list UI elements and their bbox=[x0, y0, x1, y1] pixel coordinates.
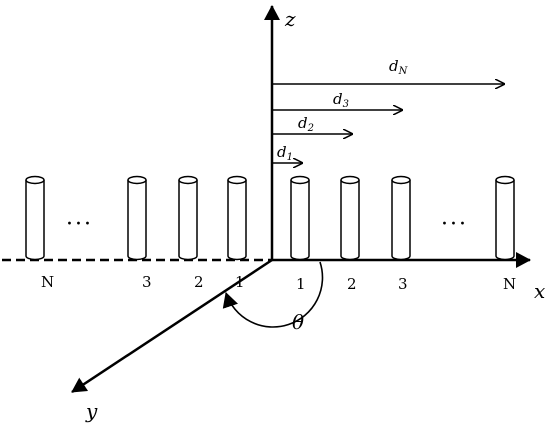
antenna-element-left-2 bbox=[178, 175, 198, 261]
antenna-element-right-2 bbox=[340, 175, 360, 261]
antenna-element-left-1 bbox=[227, 175, 247, 261]
antenna-element-right-1 bbox=[290, 175, 310, 261]
theta-arc bbox=[222, 261, 324, 328]
right-index-N: N bbox=[503, 275, 516, 293]
left-index-3: 3 bbox=[142, 273, 152, 291]
distance-d1: d1 bbox=[272, 143, 302, 163]
antenna-element-right-N bbox=[495, 175, 515, 261]
distance-label-d2: d2 bbox=[298, 114, 314, 134]
distance-label-d1: d1 bbox=[277, 143, 293, 163]
y-axis bbox=[71, 258, 273, 394]
right-index-2: 2 bbox=[347, 275, 357, 293]
right-index-3: 3 bbox=[398, 275, 408, 293]
left-ellipsis: ··· bbox=[66, 212, 93, 237]
left-index-N: N bbox=[41, 273, 54, 291]
right-index-1: 1 bbox=[296, 275, 306, 293]
theta-label: θ bbox=[292, 310, 304, 334]
left-index-1: 1 bbox=[235, 273, 245, 291]
distance-d3: d3 bbox=[272, 90, 402, 110]
right-ellipsis: ··· bbox=[441, 212, 468, 237]
distance-dN: dN bbox=[272, 57, 504, 84]
antenna-element-left-N bbox=[25, 175, 45, 261]
left-index-2: 2 bbox=[194, 273, 204, 291]
antenna-elements bbox=[25, 175, 515, 261]
z-axis-label: z bbox=[284, 7, 296, 31]
distance-label-d3: d3 bbox=[333, 90, 349, 110]
antenna-element-left-3 bbox=[127, 175, 147, 261]
distance-label-dN: dN bbox=[389, 57, 409, 77]
antenna-element-right-3 bbox=[391, 175, 411, 261]
distance-d2: d2 bbox=[272, 114, 352, 134]
y-axis-label: y bbox=[85, 399, 98, 423]
x-axis-label: x bbox=[534, 279, 545, 303]
